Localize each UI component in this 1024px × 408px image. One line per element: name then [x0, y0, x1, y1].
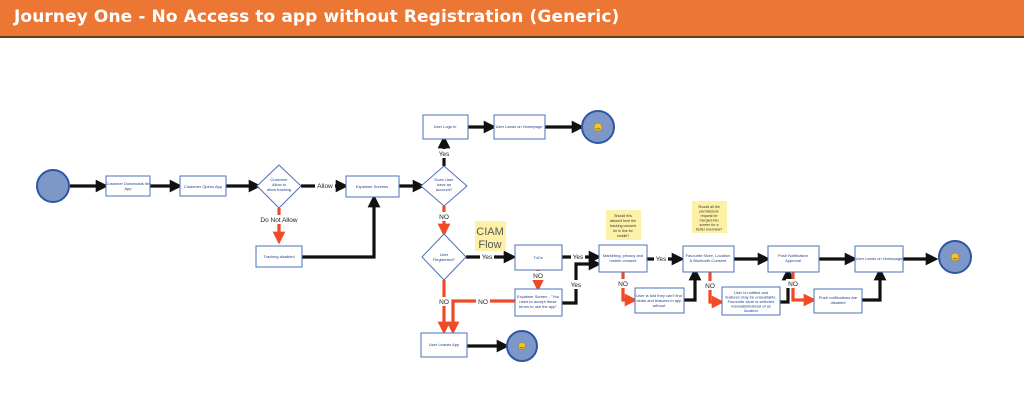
svg-text:& Bluetooth Consent: & Bluetooth Consent [690, 258, 728, 263]
svg-text:Push Notification: Push Notification [778, 253, 808, 258]
svg-text:allowed here the: allowed here the [610, 219, 636, 223]
svg-text:location: location [744, 308, 758, 313]
svg-text:Customer: Customer [270, 177, 288, 182]
node-marketing [598, 244, 648, 273]
smiley-face-icon [518, 342, 526, 350]
svg-text:Flow: Flow [478, 239, 501, 251]
svg-text:Allow to: Allow to [272, 182, 287, 187]
label-no-register-screen: NO [478, 299, 488, 306]
edge-disabled-explainer [302, 194, 381, 259]
node-register-screen [514, 288, 563, 317]
svg-text:mobile consent: mobile consent [610, 258, 638, 263]
title-bar: Journey One - No Access to app without R… [0, 0, 1024, 38]
node-tncs [514, 244, 563, 271]
label-yes-marketing: Yes [656, 256, 667, 263]
node-tracking-disabled [255, 245, 303, 268]
svg-text:mobile?: mobile? [617, 234, 630, 238]
label-no-registered: NO [439, 299, 449, 306]
node-push-disabled [813, 288, 863, 314]
svg-text:permissions: permissions [699, 210, 718, 214]
edge-limited-location [684, 267, 702, 302]
svg-text:Favourite Store, Location: Favourite Store, Location [686, 253, 731, 258]
svg-text:better overview?: better overview? [696, 228, 722, 232]
label-yes-login: Yes [439, 151, 450, 158]
ciam-flow-note [475, 221, 506, 251]
svg-text:screen for a: screen for a [700, 223, 719, 227]
svg-text:Marketing, privacy and: Marketing, privacy and [603, 253, 643, 258]
sticky-note-marketing [606, 210, 641, 240]
node-download-text: Customer Downloads the [106, 181, 152, 186]
label-no-marketing: NO [618, 281, 628, 288]
node-allow-tracking [256, 164, 302, 209]
smiley-face-icon [950, 252, 960, 262]
node-homepage-final [854, 245, 904, 273]
label-allow: Allow [317, 183, 333, 190]
page-title: Journey One - No Access to app without R… [14, 7, 620, 27]
svg-text:deals and features in app: deals and features in app [637, 298, 683, 303]
svg-text:have an: have an [437, 182, 451, 187]
svg-text:need to accept these: need to accept these [519, 299, 557, 304]
svg-text:Push notifications are: Push notifications are [819, 295, 858, 300]
svg-text:manually/instead of as: manually/instead of as [731, 304, 771, 309]
node-has-account [420, 165, 468, 207]
svg-text:Does User: Does User [435, 177, 455, 182]
svg-text:CIAM: CIAM [476, 226, 504, 238]
node-explainer [345, 175, 400, 198]
edge-labels: Allow Do Not Allow Yes NO Yes NO NO NO Y… [257, 149, 800, 306]
node-explainer-text: Explainer Screens [356, 184, 388, 189]
svg-text:Should this: Should this [614, 214, 632, 218]
node-user-logs-in-text: User Logs In [434, 124, 457, 129]
start-node [36, 169, 70, 203]
edge-pushdisabled-home [862, 267, 887, 302]
label-yes-tncs: Yes [573, 254, 584, 261]
node-homepage-top-text: User Lands on Homepage [496, 124, 543, 129]
label-no-location: NO [705, 283, 715, 290]
svg-text:tracking consent: tracking consent [610, 224, 636, 228]
label-yes-register-screen: Yes [571, 282, 582, 289]
svg-text:User is notified and: User is notified and [734, 290, 768, 295]
svg-text:account?: account? [436, 187, 453, 192]
node-tracking-disabled-text: Tracking disabled [263, 254, 294, 259]
node-tncs-text: TnCs [533, 255, 543, 260]
smiley-face-icon [593, 122, 603, 132]
svg-text:request be: request be [701, 214, 718, 218]
label-yes-registered: Yes [482, 254, 493, 261]
svg-text:merged into: merged into [700, 219, 719, 223]
node-push [767, 245, 820, 273]
svg-text:User is told they can't find: User is told they can't find [636, 293, 682, 298]
svg-text:be in line for: be in line for [613, 229, 633, 233]
node-homepage-final-text: User Lands on Homepage [856, 256, 903, 261]
svg-text:without: without [653, 303, 667, 308]
svg-text:Explainer Screen - "You: Explainer Screen - "You [517, 294, 559, 299]
node-homepage-top [493, 114, 546, 140]
svg-text:allow tracking: allow tracking [267, 187, 291, 192]
node-user-logs-in [422, 114, 469, 140]
node-leaves-app [420, 332, 468, 358]
svg-text:Should all the: Should all the [698, 205, 720, 209]
svg-text:features may be unavailable.: features may be unavailable. [725, 295, 776, 300]
node-download [105, 175, 151, 197]
node-leaves-app-text: User Leaves App [429, 342, 460, 347]
node-location [682, 245, 735, 273]
svg-text:terms to use the app": terms to use the app" [519, 304, 557, 309]
label-no-tncs: NO [533, 273, 543, 280]
node-opens-text: Customer Opens App [184, 184, 223, 189]
svg-text:disabled: disabled [831, 300, 846, 305]
sticky-note-location [692, 201, 727, 233]
label-no-account: NO [439, 214, 449, 221]
svg-text:App: App [124, 186, 132, 191]
svg-text:Approval: Approval [785, 258, 801, 263]
svg-text:Favourite store is selected: Favourite store is selected [728, 299, 775, 304]
svg-text:User: User [440, 252, 449, 257]
label-do-not-allow: Do Not Allow [260, 217, 298, 224]
edge-no-register-screen [446, 299, 515, 335]
svg-text:Registered?: Registered? [433, 257, 455, 262]
label-no-push: NO [788, 281, 798, 288]
node-opens [179, 175, 227, 197]
node-location-denied [721, 286, 781, 316]
node-is-registered [421, 233, 467, 281]
node-limited-deals [634, 287, 685, 314]
